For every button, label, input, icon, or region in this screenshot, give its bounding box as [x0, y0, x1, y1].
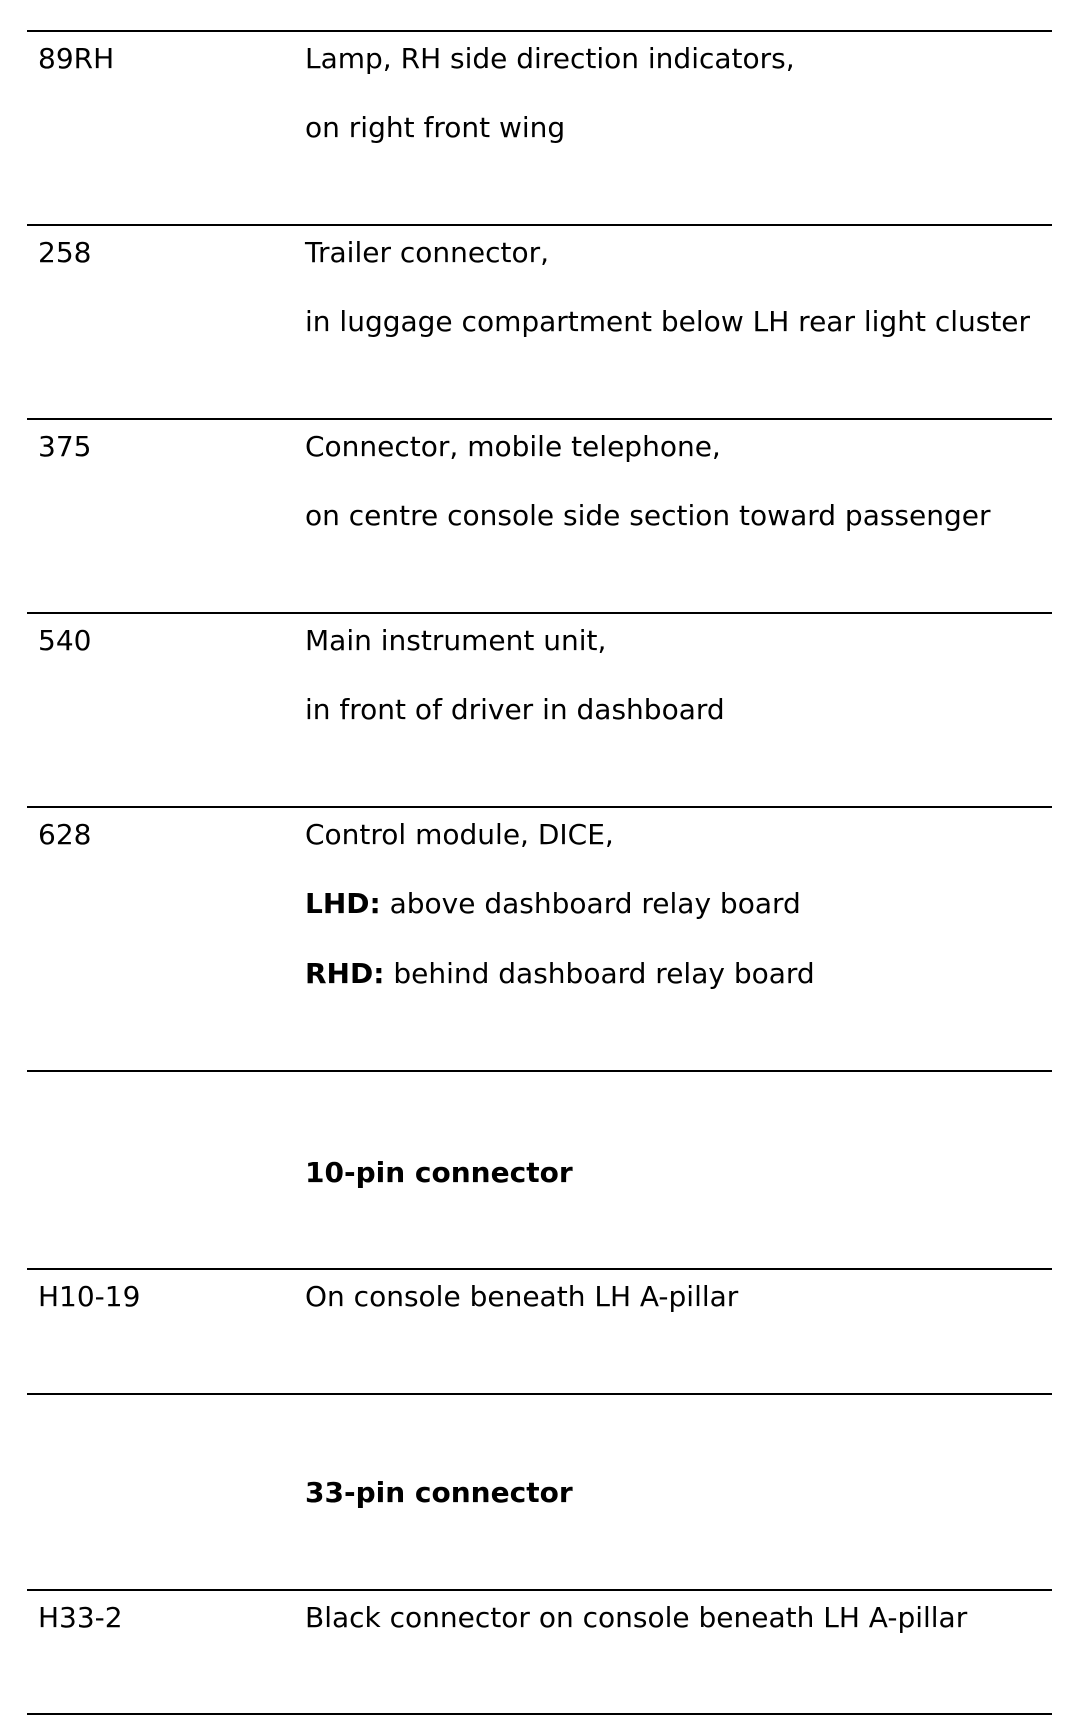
row-divider [27, 1268, 1052, 1270]
component-location: on right front wing [305, 111, 566, 144]
row-divider [27, 1393, 1052, 1395]
connector-code: H10-19 [38, 1280, 141, 1313]
component-code: 258 [38, 236, 92, 269]
component-description: Connector, mobile telephone, [305, 430, 721, 463]
component-code: 375 [38, 430, 92, 463]
component-location: in front of driver in dashboard [305, 693, 725, 726]
component-description: Control module, DICE, [305, 818, 614, 851]
component-code: 89RH [38, 42, 115, 75]
component-description: Trailer connector, [305, 236, 550, 269]
rhd-location: RHD: behind dashboard relay board [305, 957, 815, 991]
row-divider [27, 1589, 1052, 1591]
component-description: Main instrument unit, [305, 624, 607, 657]
connector-code: H33-2 [38, 1601, 123, 1634]
lhd-label: LHD: [305, 887, 381, 920]
component-location: in luggage compartment below LH rear lig… [305, 305, 1031, 338]
row-divider [27, 224, 1052, 226]
section-heading-10pin: 10-pin connector [305, 1156, 573, 1189]
row-divider [27, 1713, 1052, 1715]
component-code: 628 [38, 818, 92, 851]
rhd-label: RHD: [305, 957, 385, 990]
row-divider [27, 1070, 1052, 1072]
connector-location: Black connector on console beneath LH A-… [305, 1601, 968, 1634]
lhd-location: LHD: above dashboard relay board [305, 887, 801, 921]
component-description: Lamp, RH side direction indicators, [305, 42, 795, 75]
connector-location: On console beneath LH A-pillar [305, 1280, 739, 1313]
component-location: on centre console side section toward pa… [305, 499, 991, 532]
component-code: 540 [38, 624, 92, 657]
lhd-text: above dashboard relay board [380, 887, 801, 920]
section-heading-33pin: 33-pin connector [305, 1476, 573, 1509]
row-divider [27, 806, 1052, 808]
row-divider [27, 418, 1052, 420]
rhd-text: behind dashboard relay board [384, 957, 815, 990]
row-divider [27, 612, 1052, 614]
row-divider [27, 30, 1052, 32]
